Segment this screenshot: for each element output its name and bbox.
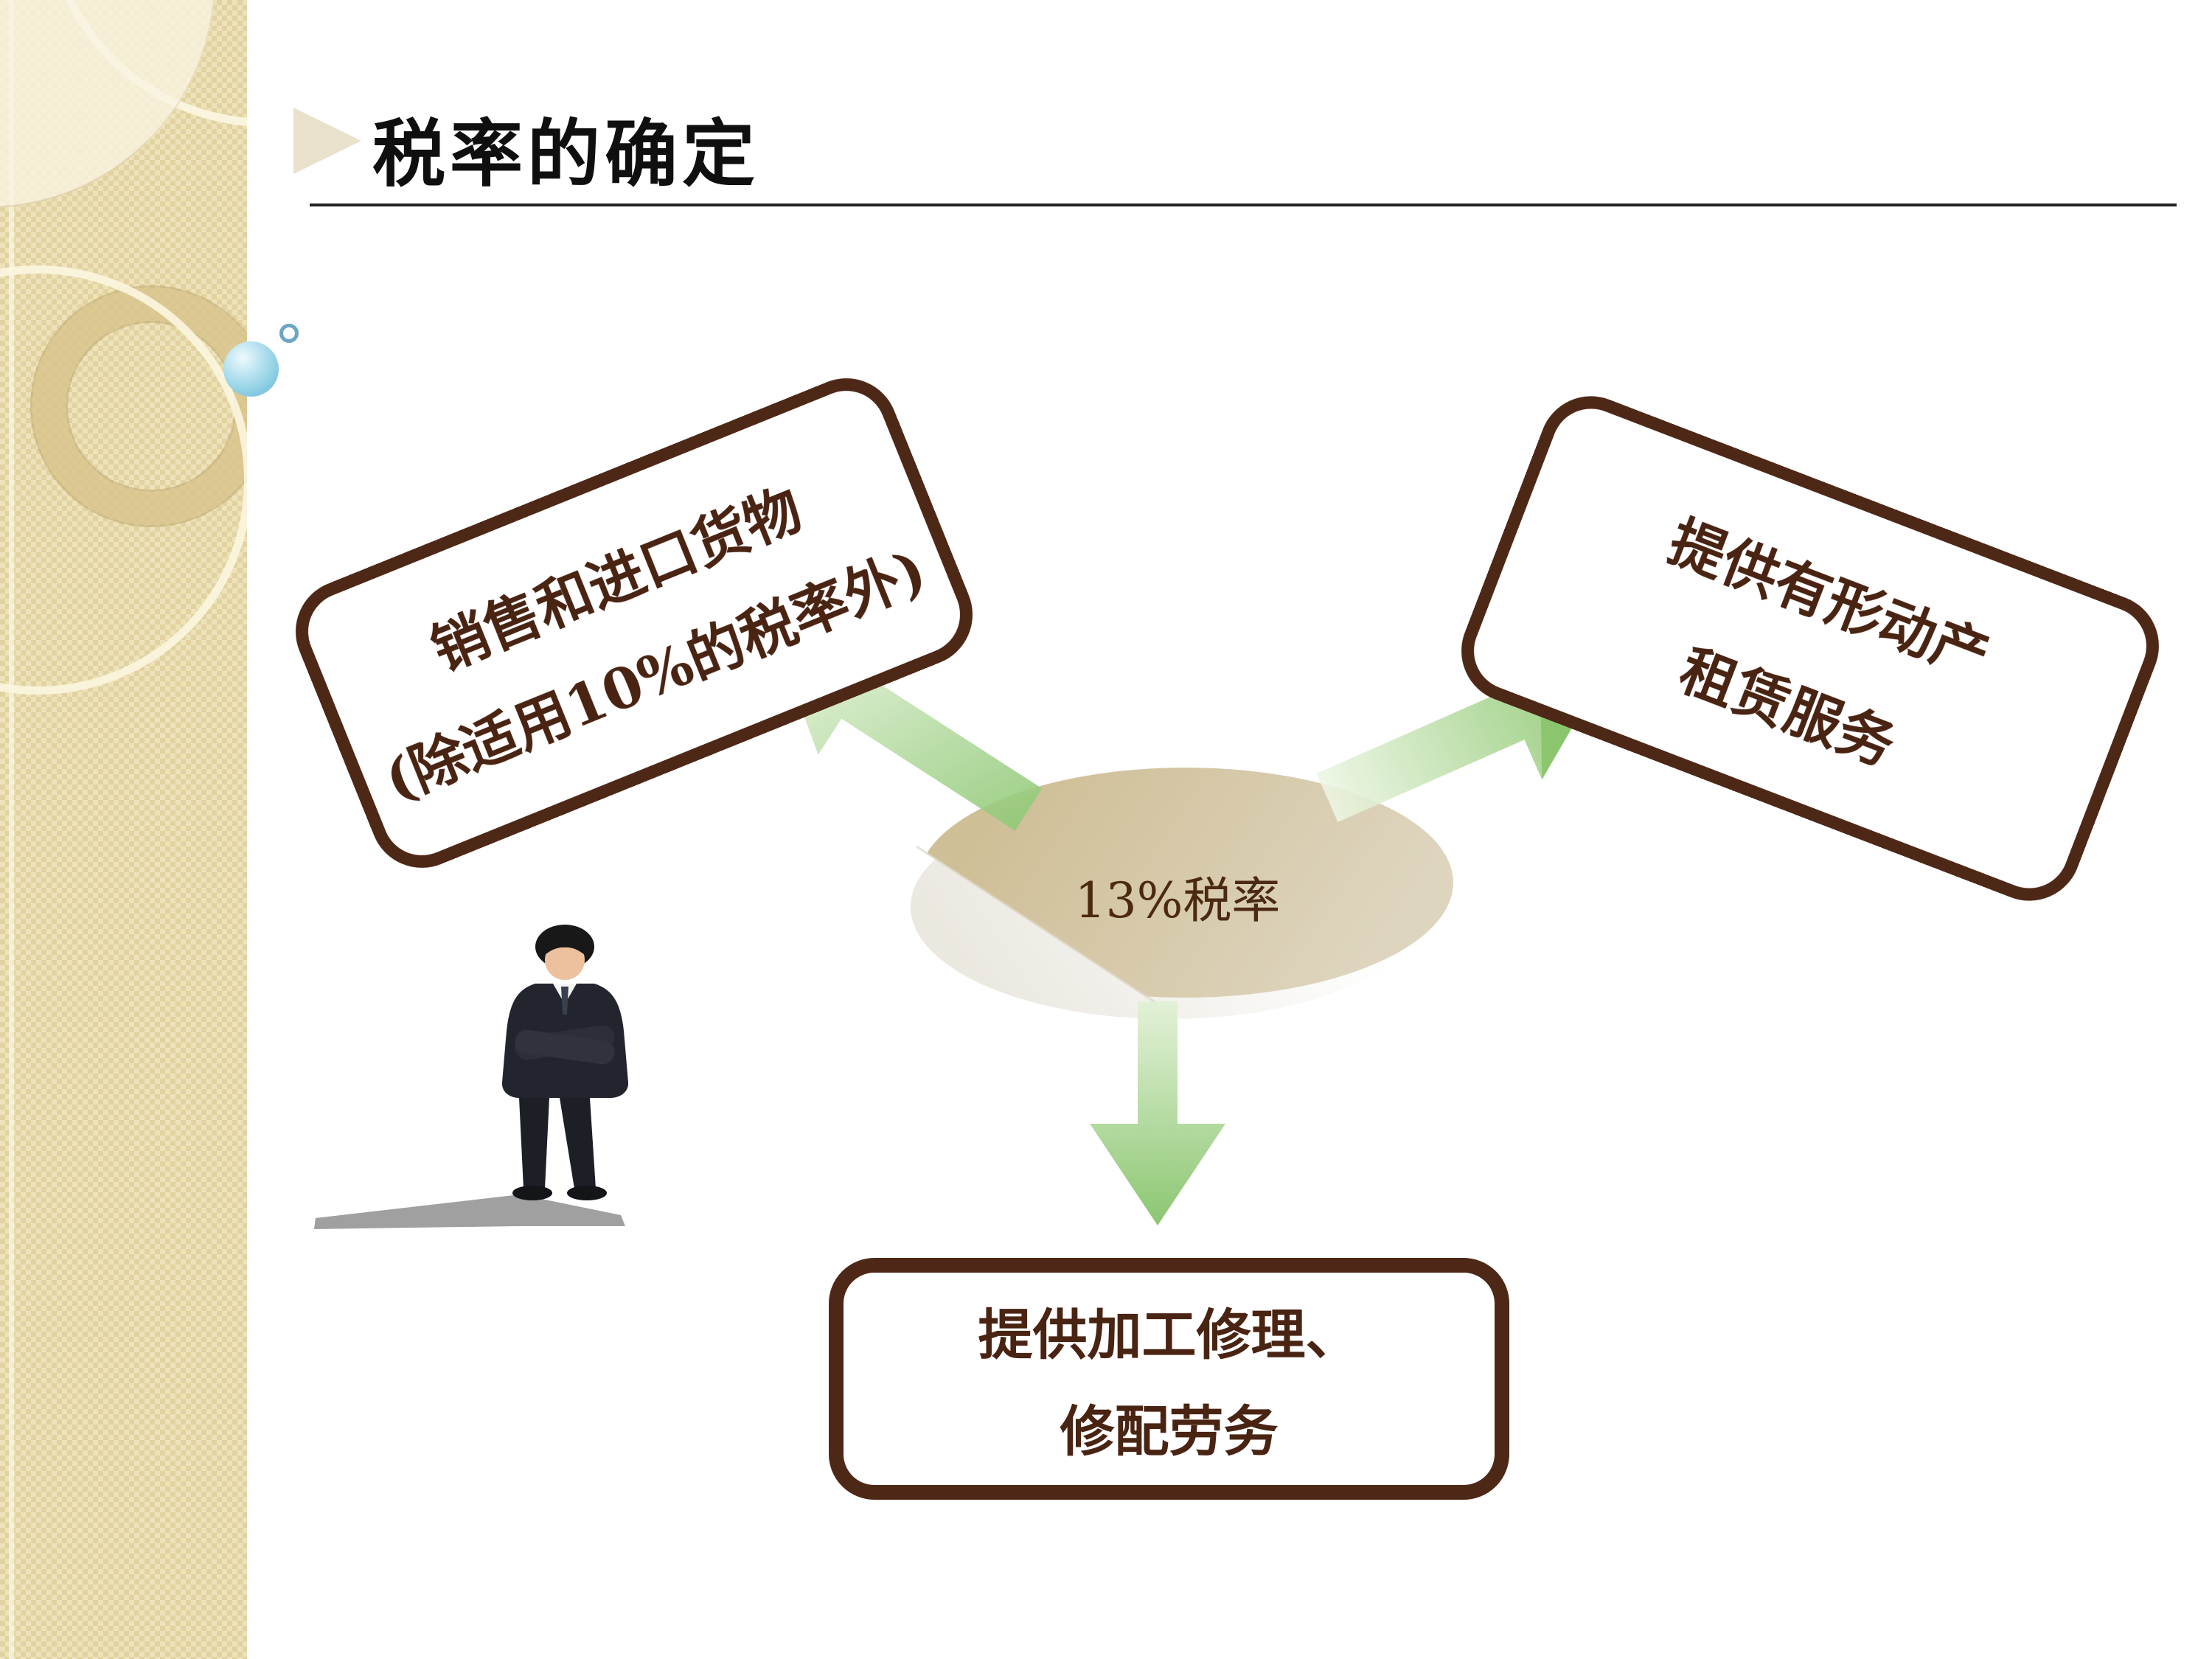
node-goods-sales: 销售和进口货物 (除适用10%的税率外) [279, 362, 989, 884]
center-rate-label: 13%税率 [1074, 872, 1281, 929]
businessman-shadow [314, 1194, 625, 1229]
page-title: 税率的确定 [372, 111, 759, 197]
blue-ring-icon [279, 324, 299, 343]
node-leasing-services: 提供有形动产 租赁服务 [1446, 380, 2174, 917]
arrow-down-icon [1090, 1001, 1225, 1225]
node-processing-repair-line1: 提供加工修理、 [978, 1303, 1360, 1367]
businessman-photo [314, 925, 629, 1229]
title-divider [310, 204, 2177, 206]
node-processing-repair-line2: 修配劳务 [1060, 1400, 1279, 1464]
title-bullet-icon [293, 108, 361, 174]
decorative-sidebar [0, 0, 247, 1659]
sidebar-edge-highlight [9, 0, 14, 1659]
node-processing-repair: 提供加工修理、 修配劳务 [829, 1258, 1509, 1500]
blue-sphere-icon [223, 341, 279, 397]
